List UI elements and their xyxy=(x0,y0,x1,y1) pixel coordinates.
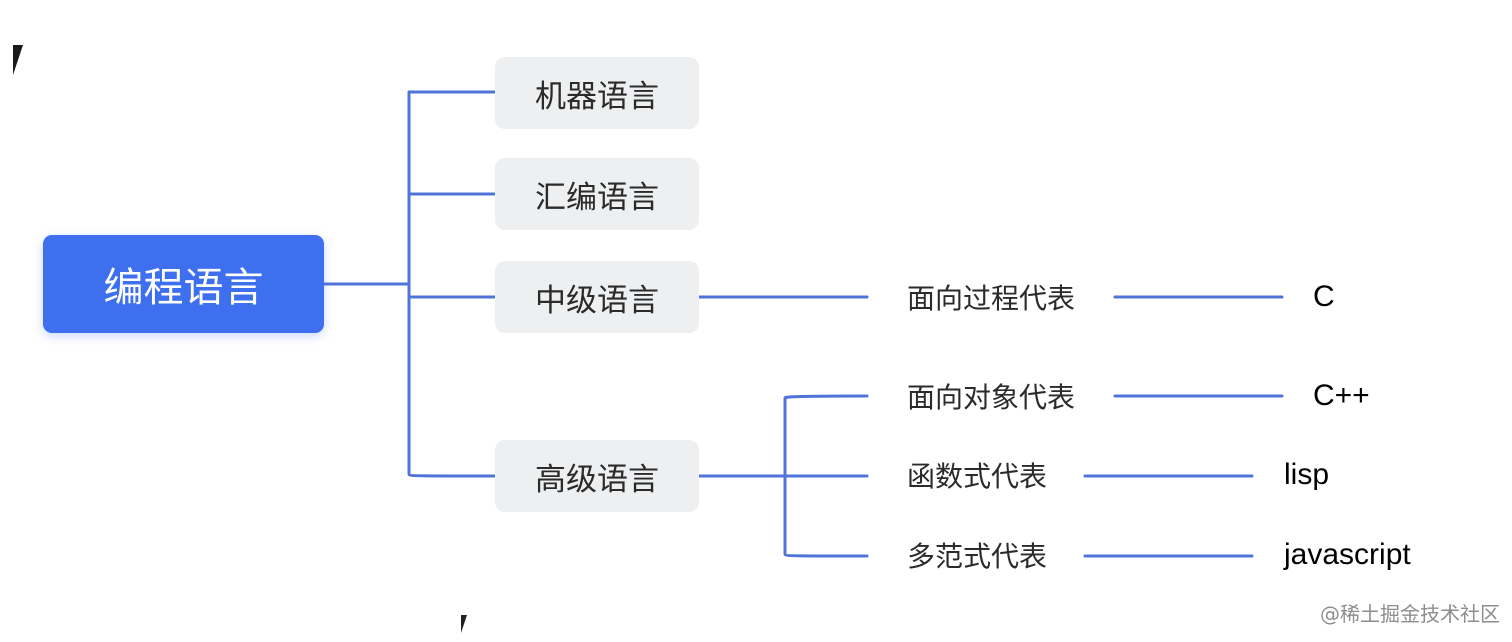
leaf-functional-representative: 函数式代表 xyxy=(893,453,1061,497)
example-language-javascript: javascript xyxy=(1284,538,1411,571)
branch-assembly-language: 汇编语言 xyxy=(495,158,699,230)
cursor-arrow-icon xyxy=(13,45,33,75)
cursor-arrow-small-icon xyxy=(461,615,473,633)
example-language-cpp: C++ xyxy=(1313,379,1370,412)
leaf-multi-paradigm-representative: 多范式代表 xyxy=(893,533,1061,577)
root-to-branches-connector xyxy=(322,90,497,478)
leaf-object-oriented-representative: 面向对象代表 xyxy=(893,374,1089,418)
leaf-procedural-representative: 面向过程代表 xyxy=(893,275,1089,319)
branch-high-level-language: 高级语言 xyxy=(495,440,699,512)
example-language-c: C xyxy=(1313,280,1335,313)
root-node-programming-languages: 编程语言 xyxy=(43,235,324,333)
watermark-text: @稀土掘金技术社区 xyxy=(1320,602,1500,626)
example-language-lisp: lisp xyxy=(1284,458,1330,491)
high-level-to-paradigm-connector xyxy=(697,394,869,558)
branch-machine-language: 机器语言 xyxy=(495,57,699,129)
branch-middle-level-language: 中级语言 xyxy=(495,261,699,333)
